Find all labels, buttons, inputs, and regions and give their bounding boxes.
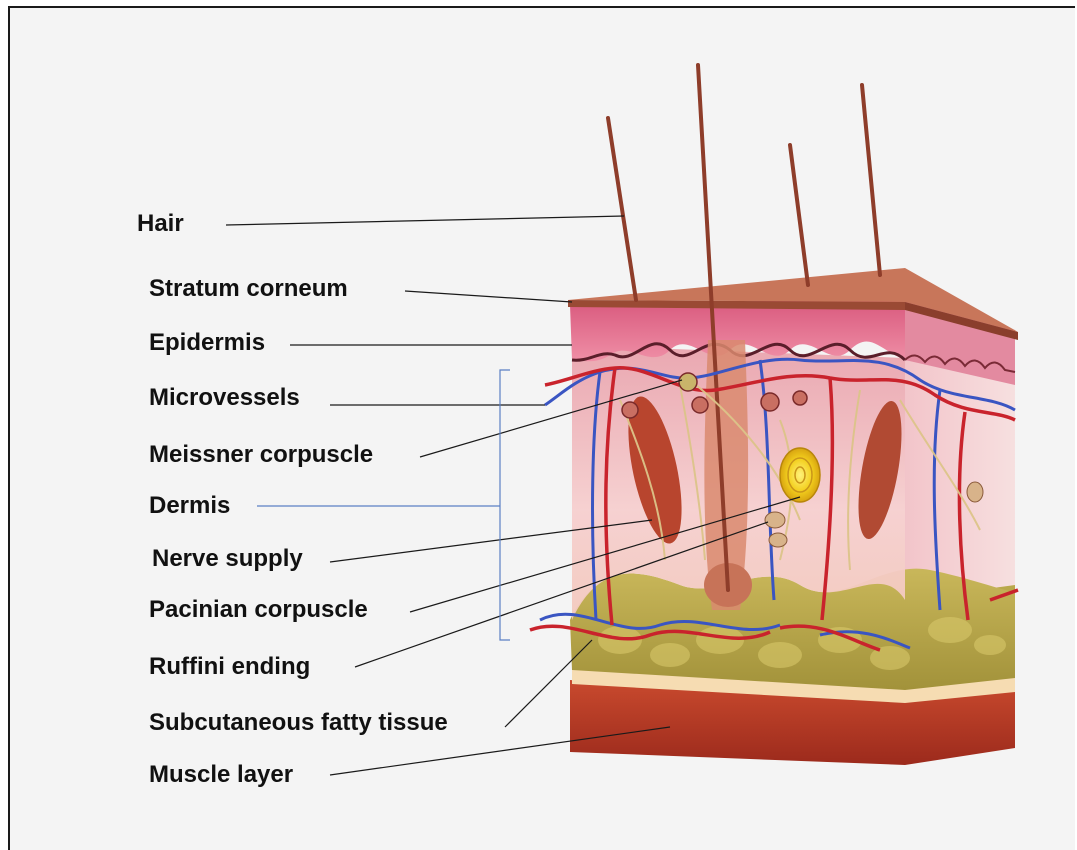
label-muscle-layer: Muscle layer <box>149 761 293 789</box>
label-subcutaneous-fatty-tissue: Subcutaneous fatty tissue <box>149 709 448 737</box>
label-nerve-supply: Nerve supply <box>152 545 303 573</box>
label-microvessels: Microvessels <box>149 384 300 412</box>
label-hair: Hair <box>137 210 184 238</box>
pacinian-corpuscle <box>780 448 820 502</box>
leader-stratum-corneum <box>405 291 572 302</box>
label-stratum-corneum: Stratum corneum <box>149 275 348 303</box>
label-ruffini-ending: Ruffini ending <box>149 653 310 681</box>
label-meissner-corpuscle: Meissner corpuscle <box>149 441 373 469</box>
leader-hair <box>226 216 624 225</box>
label-epidermis: Epidermis <box>149 329 265 357</box>
label-dermis: Dermis <box>149 492 230 520</box>
label-pacinian-corpuscle: Pacinian corpuscle <box>149 596 368 624</box>
